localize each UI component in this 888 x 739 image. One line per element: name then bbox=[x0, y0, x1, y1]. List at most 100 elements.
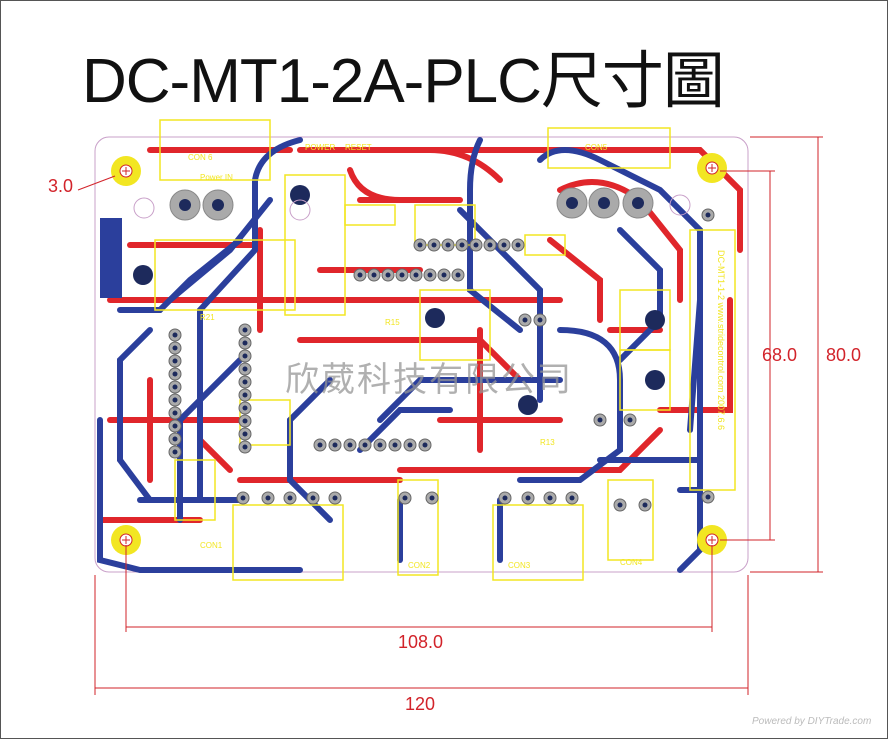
silkscreen-outline bbox=[492, 504, 584, 581]
via-hole bbox=[362, 442, 368, 448]
via-hole bbox=[402, 495, 408, 501]
via-hole bbox=[525, 495, 531, 501]
via-hole bbox=[422, 442, 428, 448]
bottom-trace bbox=[377, 377, 563, 423]
site-watermark: Powered by DIYTrade.com bbox=[752, 716, 872, 727]
via-hole bbox=[377, 442, 383, 448]
via-hole bbox=[459, 242, 465, 248]
via-hole bbox=[597, 417, 603, 423]
silkscreen-outline bbox=[232, 504, 344, 581]
silkscreen-label-r21: R21 bbox=[200, 313, 215, 322]
top-trace bbox=[427, 147, 503, 183]
silkscreen-vertical-text: DC-MT1-1-2 www.stridecontrol.com 2007.6.… bbox=[716, 250, 726, 430]
silkscreen-outline bbox=[284, 174, 346, 316]
keepout-circle bbox=[669, 194, 691, 216]
via-hole bbox=[172, 410, 178, 416]
page-title: DC-MT1-2A-PLC尺寸圖 bbox=[82, 47, 725, 116]
silkscreen-label-con3: CON3 bbox=[508, 561, 531, 570]
bottom-trace bbox=[517, 327, 623, 483]
via-hole bbox=[287, 495, 293, 501]
silkscreen-label-power: POWER bbox=[305, 143, 335, 152]
via-hole bbox=[547, 495, 553, 501]
via-hole bbox=[407, 442, 413, 448]
silkscreen-outline bbox=[154, 239, 296, 311]
bottom-trace bbox=[617, 227, 663, 363]
silkscreen-label-reset: RESET bbox=[345, 143, 372, 152]
silkscreen-outline bbox=[419, 289, 491, 361]
silkscreen-label-r15: R15 bbox=[385, 318, 400, 327]
via-hole bbox=[399, 272, 405, 278]
terminal-hole bbox=[179, 199, 191, 211]
bottom-trace bbox=[97, 417, 303, 573]
bottom-trace bbox=[177, 357, 243, 523]
keepout-circle bbox=[289, 199, 311, 221]
board-width-label: 120 bbox=[405, 694, 436, 714]
via-hole bbox=[515, 242, 521, 248]
via-hole bbox=[242, 444, 248, 450]
bottom-trace bbox=[357, 407, 453, 453]
bottom-trace bbox=[117, 327, 153, 503]
via-hole bbox=[392, 442, 398, 448]
crosshair bbox=[122, 536, 130, 544]
via-hole bbox=[429, 495, 435, 501]
terminal-hole bbox=[632, 197, 644, 209]
terminal-hole bbox=[212, 199, 224, 211]
via-hole bbox=[265, 495, 271, 501]
crosshair bbox=[122, 167, 130, 175]
vertical-hole-span-label: 68.0 bbox=[762, 345, 798, 365]
board-height-label: 80.0 bbox=[826, 345, 862, 365]
via-hole bbox=[705, 494, 711, 500]
via-hole bbox=[537, 317, 543, 323]
via-hole bbox=[445, 242, 451, 248]
mounting-via bbox=[645, 310, 665, 330]
via-hole bbox=[413, 272, 419, 278]
via-hole bbox=[455, 272, 461, 278]
via-hole bbox=[242, 431, 248, 437]
via-hole bbox=[502, 495, 508, 501]
via-hole bbox=[172, 345, 178, 351]
silkscreen-outline bbox=[174, 459, 216, 521]
mounting-via bbox=[645, 370, 665, 390]
mounting-via bbox=[425, 308, 445, 328]
via-hole bbox=[242, 392, 248, 398]
bottom-trace bbox=[457, 207, 543, 403]
via-hole bbox=[385, 272, 391, 278]
via-hole bbox=[332, 442, 338, 448]
top-trace bbox=[657, 297, 733, 413]
terminal-hole bbox=[598, 197, 610, 209]
via-hole bbox=[172, 332, 178, 338]
via-hole bbox=[172, 358, 178, 364]
dimension-line bbox=[77, 175, 116, 191]
silkscreen-outline bbox=[619, 349, 671, 411]
via-hole bbox=[172, 397, 178, 403]
via-hole bbox=[347, 442, 353, 448]
via-hole bbox=[487, 242, 493, 248]
company-watermark: 欣葳科技有限公司 bbox=[285, 361, 573, 399]
terminal-hole bbox=[566, 197, 578, 209]
silkscreen-label-con1: CON1 bbox=[200, 541, 223, 550]
via-hole bbox=[242, 405, 248, 411]
via-hole bbox=[172, 384, 178, 390]
top-trace bbox=[547, 237, 603, 323]
silkscreen-label-power_in: Power IN bbox=[200, 173, 233, 182]
via-hole bbox=[242, 327, 248, 333]
via-hole bbox=[242, 379, 248, 385]
via-hole bbox=[642, 502, 648, 508]
bottom-trace bbox=[167, 197, 273, 303]
silkscreen-label-con5: CON5 bbox=[585, 143, 608, 152]
via-hole bbox=[569, 495, 575, 501]
via-hole bbox=[441, 272, 447, 278]
mounting-via bbox=[518, 395, 538, 415]
silkscreen-outline bbox=[689, 229, 736, 491]
mounting-via bbox=[133, 265, 153, 285]
connector-pad bbox=[100, 258, 122, 298]
via-hole bbox=[242, 353, 248, 359]
keepout-circle bbox=[133, 197, 155, 219]
bottom-trace bbox=[467, 137, 523, 333]
via-hole bbox=[172, 436, 178, 442]
bottom-trace bbox=[597, 457, 703, 573]
crosshair bbox=[708, 164, 716, 172]
via-hole bbox=[357, 272, 363, 278]
